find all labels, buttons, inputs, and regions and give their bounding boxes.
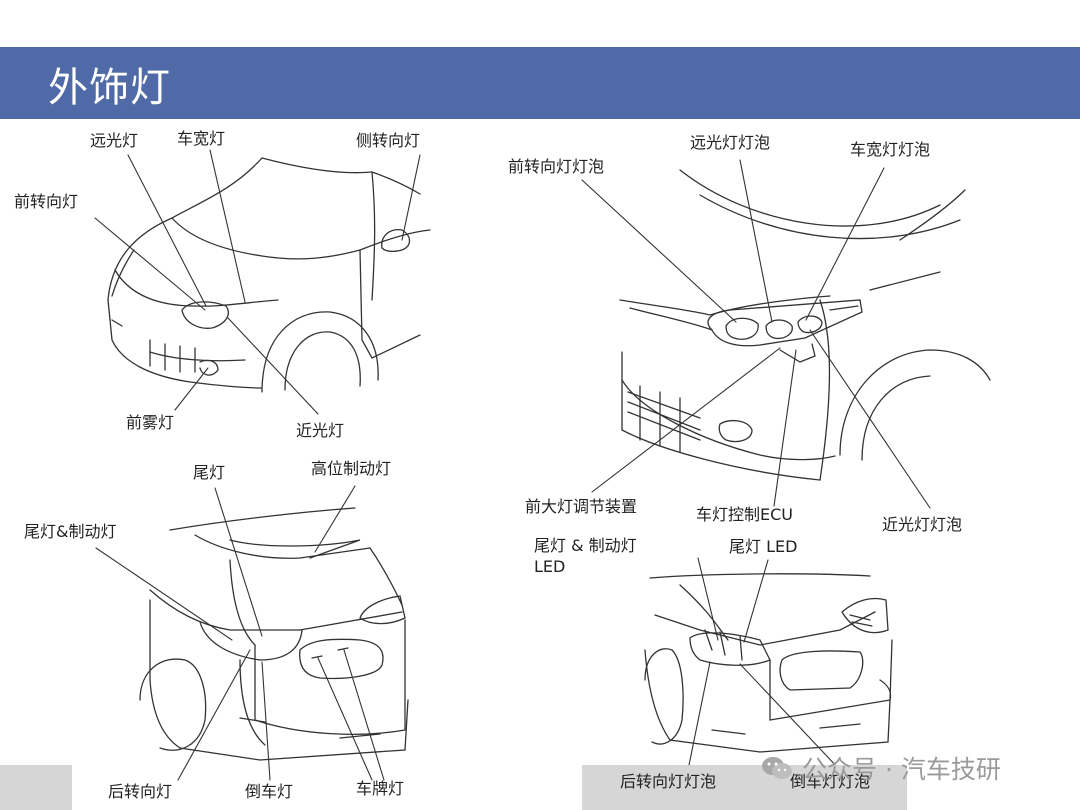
label-rear-turn: 后转向灯 <box>108 782 173 801</box>
watermark: 公众号 · 汽车技研 <box>760 748 1001 788</box>
label-license-lamp: 车牌灯 <box>356 779 405 798</box>
label-low-beam-bulb: 近光灯灯泡 <box>882 515 963 534</box>
label-clearance-bulb: 车宽灯灯泡 <box>850 140 931 159</box>
headlamp-drawing <box>619 169 991 481</box>
label-leveling-device: 前大灯调节装置 <box>525 497 638 516</box>
rear-car-drawing <box>139 507 409 761</box>
front-car-drawing <box>107 157 431 393</box>
front-car-leaders <box>94 149 421 415</box>
label-lamp-ecu: 车灯控制ECU <box>696 505 793 524</box>
label-fog-lamp: 前雾灯 <box>126 413 175 432</box>
label-reverse-bulb: 倒车灯灯泡 <box>790 772 871 791</box>
label-front-turn: 前转向灯 <box>14 192 79 211</box>
label-front-turn-bulb: 前转向灯灯泡 <box>508 157 605 176</box>
footer-bar-left <box>0 765 72 810</box>
label-tail-stop: 尾灯&制动灯 <box>24 522 117 541</box>
wechat-icon <box>762 757 792 779</box>
label-tail-stop-led-line2: LED <box>534 557 566 576</box>
page-title: 外饰灯 <box>48 65 171 111</box>
rear-lamp-leaders <box>687 557 841 771</box>
label-high-beam: 远光灯 <box>90 131 139 150</box>
rear-lamp-drawing <box>644 573 893 753</box>
label-high-mount-stop: 高位制动灯 <box>311 459 392 478</box>
label-tail-lamp: 尾灯 <box>193 463 226 482</box>
label-side-turn: 侧转向灯 <box>356 131 421 150</box>
footer-bar-right <box>582 765 907 810</box>
label-reverse-lamp: 倒车灯 <box>245 782 294 801</box>
headlamp-leaders <box>581 159 931 509</box>
label-rear-turn-bulb: 后转向灯灯泡 <box>620 772 717 791</box>
rear-car-leaders <box>95 485 385 781</box>
title-bar: 外饰灯 <box>0 47 1080 119</box>
label-tail-led: 尾灯 LED <box>729 537 798 556</box>
label-clearance-lamp: 车宽灯 <box>177 129 226 148</box>
label-high-beam-bulb: 远光灯灯泡 <box>690 133 771 152</box>
label-low-beam: 近光灯 <box>296 421 345 440</box>
label-tail-stop-led-line1: 尾灯 & 制动灯 <box>534 536 637 555</box>
watermark-text: 公众号 · 汽车技研 <box>802 755 1001 784</box>
